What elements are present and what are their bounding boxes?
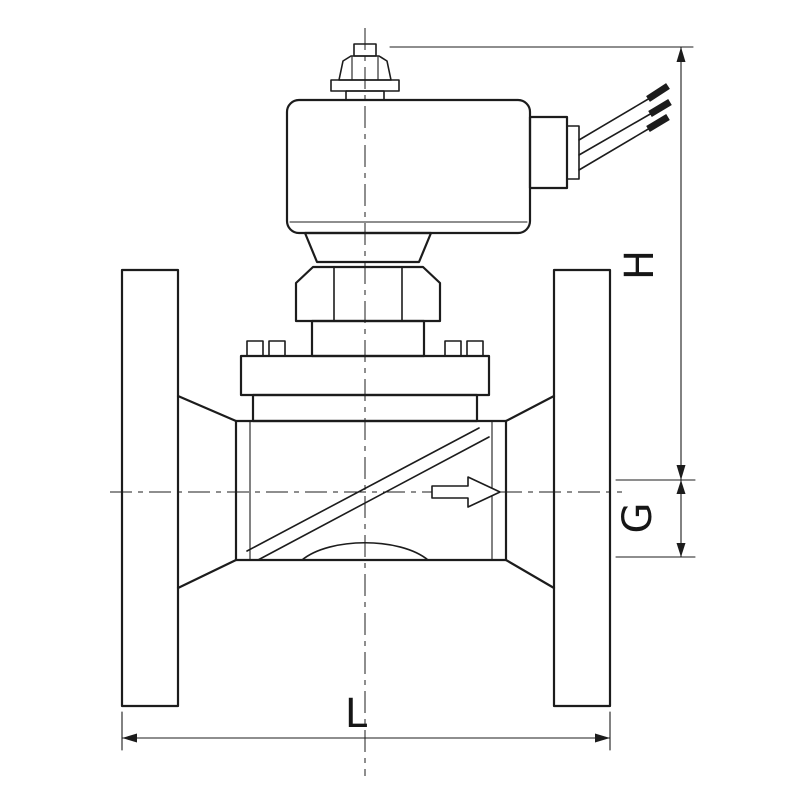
right-neck-bottom	[504, 558, 556, 590]
valve-body	[234, 419, 508, 562]
g-arrow-up-icon	[676, 480, 686, 494]
bolt-head-right-outer	[466, 340, 484, 357]
dim-label-g: G	[615, 503, 661, 534]
wire-terminal-2	[648, 98, 672, 118]
h-arrow-down-icon	[676, 465, 686, 480]
left-neck-bottom	[176, 558, 238, 590]
wire-terminal-1	[646, 83, 670, 102]
bolt-head-left-outer	[246, 340, 264, 357]
right-flange-outline	[552, 268, 612, 708]
coil-base-trapezoid	[303, 231, 433, 264]
lead-wires	[578, 83, 672, 171]
solenoid-coil	[285, 98, 532, 264]
conduit-box	[528, 115, 569, 190]
top-stem-assembly	[330, 43, 400, 101]
lead-wire-3	[578, 127, 651, 171]
center-lines	[110, 28, 622, 776]
coil-outline	[285, 98, 532, 235]
l-arrow-left-icon	[122, 733, 137, 743]
g-arrow-down-icon	[676, 543, 686, 557]
lead-wire-1	[578, 97, 651, 141]
internal-partition-line-1	[246, 427, 480, 552]
dim-label-h: H	[617, 250, 663, 280]
left-neck-top	[176, 394, 238, 423]
right-flange	[552, 268, 612, 708]
dimension-l: L	[121, 691, 611, 751]
conduit-connector	[528, 115, 580, 190]
bonnet-neck	[310, 319, 426, 358]
conduit-nipple	[566, 125, 580, 180]
bonnet-lower-plate	[251, 393, 479, 423]
bolt-head-right-inner	[444, 340, 462, 357]
wire-terminal-3	[646, 113, 670, 133]
pipe-necks	[176, 394, 556, 590]
flow-arrow-icon	[431, 476, 501, 508]
internal-partition-line-2	[257, 436, 490, 561]
body-bottom-hump	[301, 541, 429, 561]
dim-label-l: L	[345, 691, 368, 737]
l-arrow-right-icon	[595, 733, 610, 743]
left-flange-outline	[120, 268, 180, 708]
left-flange	[120, 268, 180, 708]
right-neck-top	[504, 394, 556, 423]
dimension-g: G	[615, 479, 696, 558]
gland-nut-outline	[294, 265, 442, 323]
lead-wire-2	[578, 112, 653, 156]
h-arrow-up-icon	[676, 47, 686, 62]
dimension-h: H	[389, 46, 694, 481]
top-connector	[345, 90, 385, 101]
bolt-head-left-inner	[268, 340, 286, 357]
gland-nut	[294, 265, 442, 323]
